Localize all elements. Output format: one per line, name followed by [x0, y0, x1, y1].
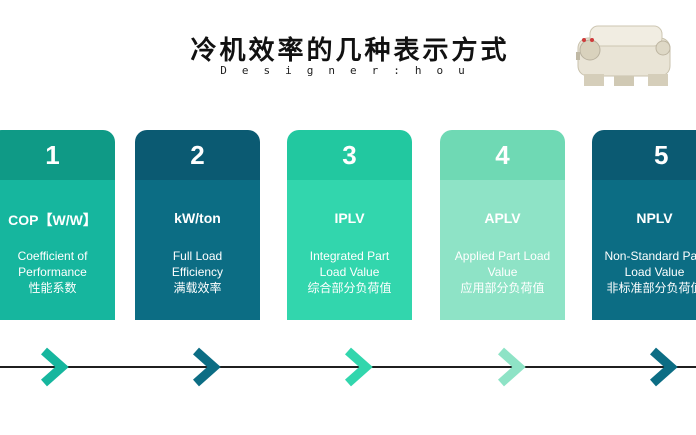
card-number: 1: [0, 130, 115, 180]
card-desc-line-2: Load Value: [624, 265, 685, 279]
card-2: 2 kW/ton Full Load Efficiency 满载效率: [135, 130, 260, 320]
card-desc-line-1: Applied Part Load: [454, 249, 551, 263]
card-body: NPLV Non-Standard Part Load Value 非标准部分负…: [592, 180, 696, 320]
card-3: 3 IPLV Integrated Part Load Value 综合部分负荷…: [287, 130, 412, 320]
card-5: 5 NPLV Non-Standard Part Load Value 非标准部…: [592, 130, 696, 320]
card-desc-line-2: Performance: [18, 265, 87, 279]
page-subtitle: Designer:hou: [220, 64, 480, 77]
card-desc-line-1: Full Load: [172, 249, 223, 263]
card-description: Coefficient of Performance 性能系数: [0, 248, 115, 296]
card-label: NPLV: [636, 210, 673, 226]
card-description: Full Load Efficiency 满载效率: [135, 248, 260, 296]
chevron-right-icon: [193, 347, 221, 387]
card-desc-line-3: 应用部分负荷值: [460, 281, 545, 295]
card-number: 2: [135, 130, 260, 180]
card-body: COP【W/W】 Coefficient of Performance 性能系数: [0, 180, 115, 320]
timeline-line: [0, 366, 696, 368]
card-desc-line-2: Load Value: [319, 265, 380, 279]
card-description: Applied Part Load Value 应用部分负荷值: [440, 248, 565, 296]
card-description: Integrated Part Load Value 综合部分负荷值: [287, 248, 412, 296]
chiller-icon: [576, 25, 671, 86]
chevron-right-icon: [345, 347, 373, 387]
card-number: 3: [287, 130, 412, 180]
chevron-right-icon: [650, 347, 678, 387]
card-desc-line-2: Value: [487, 265, 518, 279]
card-label: APLV: [484, 210, 521, 226]
card-body: APLV Applied Part Load Value 应用部分负荷值: [440, 180, 565, 320]
card-desc-line-3: 性能系数: [28, 281, 77, 295]
card-label: kW/ton: [174, 210, 221, 226]
card-number: 4: [440, 130, 565, 180]
card-label: IPLV: [334, 210, 365, 226]
card-desc-line-3: 满载效率: [173, 281, 222, 295]
card-desc-line-1: Coefficient of: [17, 249, 88, 263]
chevron-right-icon: [498, 347, 526, 387]
card-desc-line-1: Non-Standard Part: [604, 249, 696, 263]
card-body: IPLV Integrated Part Load Value 综合部分负荷值: [287, 180, 412, 320]
card-4: 4 APLV Applied Part Load Value 应用部分负荷值: [440, 130, 565, 320]
card-desc-line-1: Integrated Part: [309, 249, 390, 263]
card-desc-line-2: Efficiency: [171, 265, 224, 279]
card-desc-line-3: 非标准部分负荷值: [606, 281, 696, 295]
card-1: 1 COP【W/W】 Coefficient of Performance 性能…: [0, 130, 115, 320]
chevron-right-icon: [41, 347, 69, 387]
card-body: kW/ton Full Load Efficiency 满载效率: [135, 180, 260, 320]
page-title: 冷机效率的几种表示方式: [190, 36, 510, 66]
card-number: 5: [592, 130, 696, 180]
card-description: Non-Standard Part Load Value 非标准部分负荷值: [592, 248, 696, 296]
card-desc-line-3: 综合部分负荷值: [307, 281, 392, 295]
card-label: COP【W/W】: [8, 212, 97, 228]
